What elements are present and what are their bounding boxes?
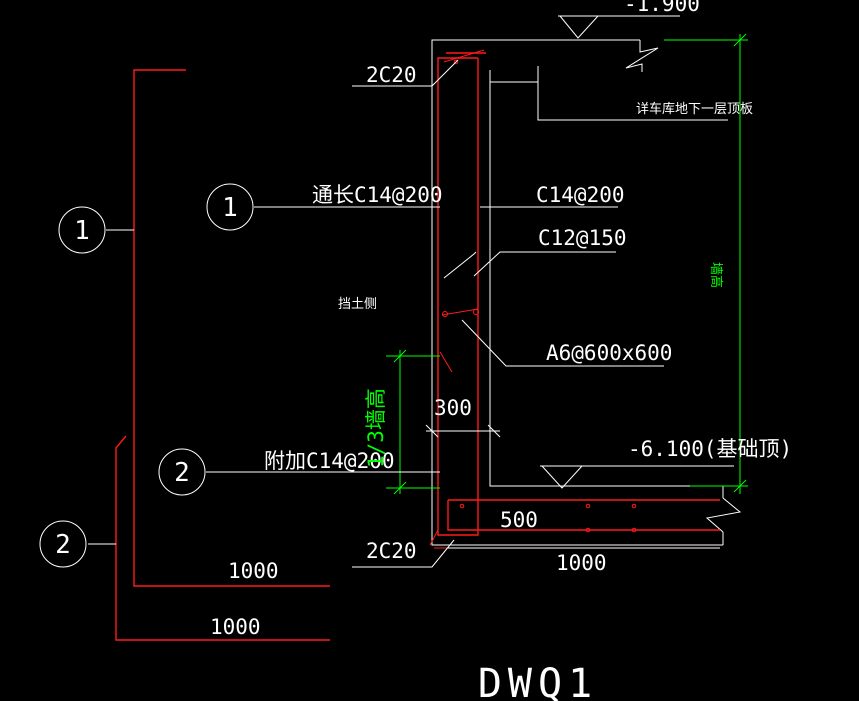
soil-side-label: 挡土侧 [338, 297, 377, 312]
svg-text:1: 1 [222, 193, 238, 223]
dist-bar-label: C12@150 [538, 226, 627, 250]
svg-text:2: 2 [55, 530, 71, 560]
callout-2-detail: 2 [39, 520, 87, 568]
see-slab-note: 详车库地下一层顶板 [636, 101, 753, 117]
callout-1-detail: 1 [58, 206, 106, 254]
elevation-top-label: -1.900 [624, 0, 700, 16]
svg-text:2: 2 [174, 458, 190, 488]
wall-outline [431, 39, 742, 546]
dim-500-label: 500 [500, 508, 538, 532]
dimension-lines [386, 33, 748, 495]
detail-bar-1 [106, 69, 330, 587]
wall-height-label: 墙高 [708, 262, 724, 288]
tie-bar-label: A6@600x600 [546, 341, 672, 365]
dim-1000-detail2-label: 1000 [210, 615, 261, 639]
dim-1000-detail1-label: 1000 [228, 559, 279, 583]
callout-1-main: 1 [206, 183, 254, 231]
add-bar-label: 附加C14@200 [264, 449, 395, 473]
detail-bar-2 [88, 435, 330, 641]
top-bar-label: 2C20 [366, 63, 417, 87]
one-third-height-label: 1/3墙高 [364, 388, 388, 468]
elevation-base-label: -6.100(基础顶) [628, 437, 792, 461]
callout-2-main: 2 [158, 448, 206, 496]
svg-text:1: 1 [74, 216, 90, 246]
dim-1000-base-label: 1000 [556, 551, 607, 575]
drawing-title: DWQ1 [478, 661, 598, 701]
main-bar-label: 通长C14@200 [312, 183, 443, 207]
inner-bar-label: C14@200 [536, 183, 625, 207]
dim-300-label: 300 [434, 396, 472, 420]
bottom-bar-label: 2C20 [366, 539, 417, 563]
leader-lines [206, 15, 734, 568]
